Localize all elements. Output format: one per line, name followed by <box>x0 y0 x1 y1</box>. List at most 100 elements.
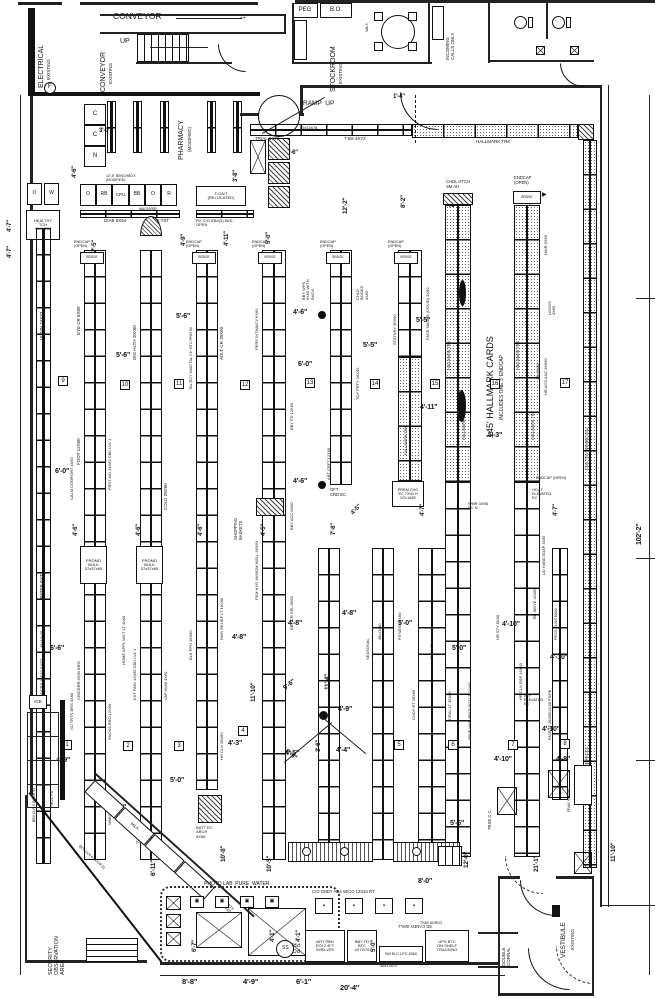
dim-5-5b: 5'-5" <box>416 317 431 324</box>
dim-6-0b: 6'-0" <box>298 361 313 368</box>
lbl-hmk-trk-1a: HALLMARK TRK <box>447 340 451 370</box>
sink-1 <box>536 46 545 55</box>
top-wall-left <box>18 2 62 5</box>
lbl-talrcy: TAL RCY 6X60 TAL CH OTC PRO IN <box>189 327 193 390</box>
lbl-vap-hum: VAP HUM 4X60 <box>163 671 168 700</box>
lbl-lid-hand-soap: LID HAND SOAP 4X60 <box>542 535 546 575</box>
gft-crd-ec: GFT CRD EC <box>330 487 347 497</box>
dim-4-10a: 4'-10" <box>502 621 520 628</box>
dim-4-11-top: 4'-11" <box>224 231 230 246</box>
dim-4-6e: 4'-6" <box>198 524 204 536</box>
vals-label: VALS <box>365 23 369 32</box>
peg-box: PEG <box>292 3 318 18</box>
benchbox-note: 12'-6" BENCHBOX (MODIFIED) <box>106 174 136 182</box>
vestibule-label: VESTIBULE <box>560 922 567 958</box>
chdl-cap <box>443 193 473 205</box>
lbl-hmk-trk-a: HALLMARK TRK <box>404 425 408 455</box>
lbl-crcrrr: CR/CRRR 6X60 BRO <box>76 661 81 700</box>
vest-mullion <box>552 905 560 917</box>
dim-5-0b: 5'-0" <box>452 645 467 652</box>
lbl-water-ext: WATER EXT2 <box>39 571 44 600</box>
security-label: SECURITY OBSERVATION AREA <box>48 936 67 975</box>
aisle-9-centerline <box>558 549 562 799</box>
vestibule-existing: EXISTING <box>570 928 575 950</box>
dim-4-6a: 4'-6" <box>293 309 308 316</box>
dim-4-3: 4'-3" <box>228 740 243 747</box>
dim-4-7a: 4'-7" <box>7 220 13 232</box>
dim-6-7: 6'-7" <box>192 940 198 952</box>
aisle-4 <box>262 250 286 860</box>
lbl-48x16x60: 48x16x60 <box>536 363 540 380</box>
dim-11-4: 11'-4" <box>324 673 331 690</box>
batt-ec-label: BATT EC ARCH 6X66 <box>196 825 213 839</box>
office-wall <box>428 3 430 63</box>
lbl-tbl-wdve: TBL WDVE 16X60 <box>533 588 537 620</box>
lbl-bby-fd: BBY FD 12X60 <box>289 402 294 430</box>
register-2: ▪ <box>345 898 363 914</box>
ice-box: ICE <box>29 695 47 709</box>
left-wall-run-centerline <box>42 229 45 863</box>
ups-btc-box: UPS BTC ON SHELF TRACKING <box>425 930 469 962</box>
dim-10-8: 10'-8" <box>220 845 227 862</box>
col-b <box>318 481 326 489</box>
pharm-cab-c2: C <box>84 125 106 146</box>
frag-label: FRAG 4X72/8T <box>567 788 571 812</box>
prem-cho-box: PREM CHO EC 7X90 H VOLUME <box>392 481 424 507</box>
brdge-1: BRDGE <box>80 252 104 264</box>
pharm-stack-1 <box>268 138 290 160</box>
office-wall2 <box>292 3 294 63</box>
security-left-wall <box>25 795 27 963</box>
desk-w: W <box>44 183 59 205</box>
lbl-bby-acc: BBY ACC 8X60 <box>289 502 294 530</box>
hallmark-oval-2 <box>457 390 466 422</box>
trse-label: TRSE C.C. <box>487 809 492 830</box>
hallmark-top-run <box>412 124 578 138</box>
rx-front-shelf <box>196 210 254 218</box>
dim-4-9m: 4'-9" <box>338 706 353 713</box>
hallmark-cards-note2: INCLUDES ONE 3' ENDCAP <box>499 355 505 420</box>
dim-4-1a: 4'-1" <box>270 930 276 942</box>
pharm-rack-5 <box>233 101 242 153</box>
lbl-face-masks: FACE MASKS (COVID) 3X60 <box>425 287 430 340</box>
dim-4-8d: 4'-8" <box>556 756 571 763</box>
ss-label: SS <box>282 945 289 951</box>
brdge-hmk2: BRDGE <box>513 191 541 204</box>
lbl-bby-wps: BBY WPS 6X60 WITH RACK <box>301 279 315 300</box>
hallmark-corner <box>578 124 594 140</box>
rx-front-shelf-centerline <box>197 213 253 215</box>
hallmark-col-1-centerline <box>456 206 460 481</box>
scanner-2 <box>340 847 349 856</box>
double-corral-label: DOUBLE CORRAL <box>501 947 511 966</box>
pharm-rack-5-centerline <box>236 102 239 152</box>
lbl-srve-whr: SRVE WHR PROT FOT LT 24X60 <box>468 682 472 740</box>
batt-ec-pad <box>198 795 222 823</box>
dim-4-11m: 4'-11" <box>420 404 438 411</box>
counter-cpu: CPU <box>112 184 129 206</box>
counter-r: R <box>161 184 177 206</box>
aisle-7-lower-centerline <box>430 549 434 859</box>
t-gat-box: T-GA/T (RELOCATED) <box>196 186 246 206</box>
dim-4-7c: 4'-7" <box>420 504 426 516</box>
conveyor-band-end <box>284 14 286 34</box>
dim-5-6a: 5'-6" <box>116 352 131 359</box>
register-1: ▪ <box>315 898 333 914</box>
bottom-dim-line <box>160 975 505 976</box>
right-tick2 <box>636 558 655 559</box>
hcut-elevated: HCUT ELEVATED EC <box>532 488 552 501</box>
corral-rail-1 <box>478 932 518 934</box>
corridor-wall <box>136 62 232 64</box>
lbl-48x16x78: 48x16x78 <box>39 630 44 648</box>
register-4: ▪ <box>405 898 423 914</box>
photo-lab-label: PHOTO LAB PURE WATER <box>204 881 270 887</box>
aisle-6-hallmark <box>398 357 422 481</box>
aisle-marker-16: 16 <box>490 379 500 389</box>
dim-12-0: 12'-0" <box>463 851 470 868</box>
brdge-6: BRDGE <box>394 252 418 264</box>
endcap-open-1: ENDCAP (OPEN) <box>74 240 90 249</box>
dim-11-10b: 11'-10" <box>610 842 617 863</box>
aisle-4-centerline <box>272 251 276 859</box>
security-stairs <box>86 938 138 962</box>
pharmacy-modified: (MODIFIED) <box>187 127 192 152</box>
hallmark-col-1 <box>445 205 471 482</box>
aisle-marker-5: 5 <box>394 740 404 750</box>
